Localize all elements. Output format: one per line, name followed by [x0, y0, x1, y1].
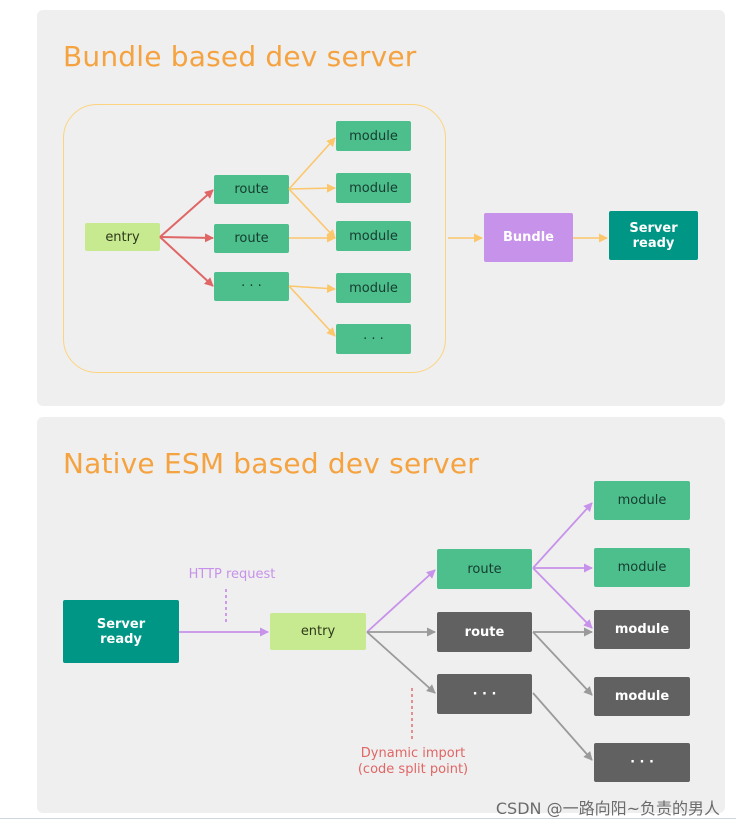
- bundle-node: Bundle: [484, 213, 573, 262]
- arrow-route3-module4: [288, 283, 336, 293]
- esm-module-node-2: module: [594, 548, 690, 587]
- bundle-server-ready-node: Server ready: [609, 211, 698, 260]
- watermark: CSDN @一路向阳~负责的男人: [495, 799, 720, 818]
- arrow-route3-module5: [288, 285, 336, 337]
- esm-route-node-2: route: [437, 612, 532, 652]
- arrow-route3-module5: [532, 692, 593, 761]
- esm-route-node-3: · · ·: [437, 674, 532, 714]
- bundle-module-node-1: module: [336, 121, 411, 151]
- arrow-route1-module3: [288, 188, 336, 239]
- bundle-panel-title: Bundle based dev server: [63, 40, 417, 73]
- esm-module-node-1: module: [594, 481, 690, 520]
- esm-panel-title: Native ESM based dev server: [63, 447, 480, 480]
- bundle-route-node-1: route: [214, 175, 289, 204]
- bundle-module-node-4: module: [336, 273, 411, 303]
- esm-module-node-4: module: [594, 677, 690, 716]
- arrow-route2-module4: [532, 631, 593, 696]
- esm-module-node-5: · · ·: [594, 743, 690, 782]
- arrow-entry-route-dynamic: [366, 631, 436, 694]
- arrow-entry-route-2: [159, 233, 214, 243]
- arrow-route-module3: [532, 567, 593, 629]
- arrow-route1-module1: [288, 137, 336, 190]
- esm-server-ready-node: Server ready: [63, 600, 179, 663]
- bundle-route-node-2: route: [214, 224, 289, 253]
- arrow-entry-route-active: [366, 569, 436, 633]
- dynamic-import-label: Dynamic import (code split point): [357, 746, 469, 777]
- arrow-entry-route-1: [159, 189, 214, 238]
- bundle-module-node-3: module: [336, 221, 411, 251]
- arrow-entry-route-3: [159, 236, 214, 287]
- esm-entry-node: entry: [270, 613, 366, 650]
- bundle-entry-node: entry: [85, 223, 160, 251]
- esm-route-node-1: route: [437, 549, 532, 589]
- bundle-route-node-3: · · ·: [214, 272, 289, 301]
- bundle-group-boundary: [63, 104, 446, 373]
- bundle-module-node-2: module: [336, 173, 411, 203]
- arrow-route-module1: [532, 502, 593, 569]
- esm-module-node-3: module: [594, 610, 690, 649]
- bottom-divider: [0, 818, 736, 819]
- arrow-route1-module2: [288, 183, 336, 193]
- http-request-label: HTTP request: [188, 567, 276, 582]
- bundle-module-node-5: · · ·: [336, 324, 411, 354]
